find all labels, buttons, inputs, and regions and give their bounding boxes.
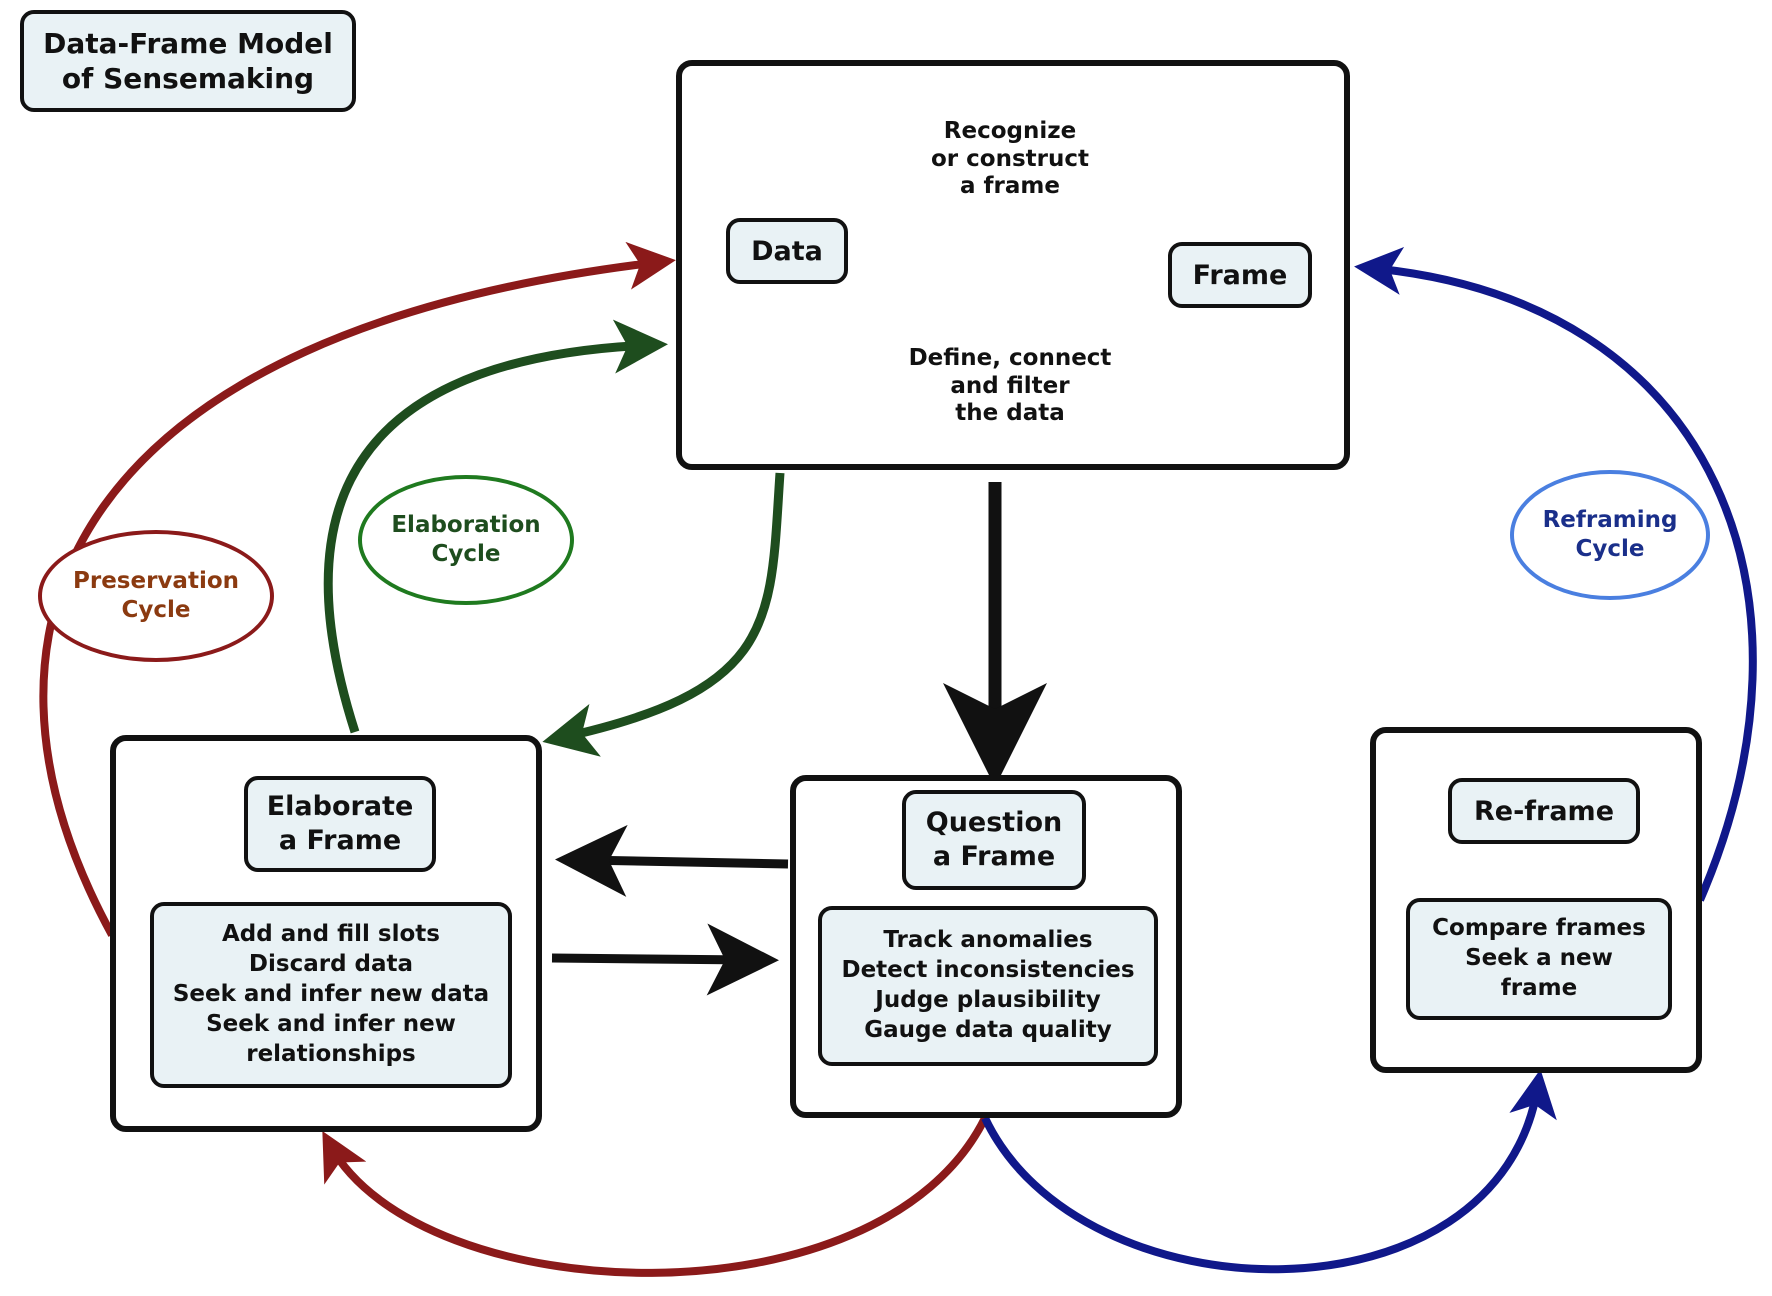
elaboration-arrow-up — [323, 319, 668, 734]
data-node: Data — [726, 218, 848, 284]
preservation-cycle-label: Preservation Cycle — [38, 530, 274, 662]
preservation-arrow-top — [39, 241, 676, 937]
title-line-1: Data-Frame Model — [43, 27, 333, 60]
reframing-arrow-bottom — [981, 1069, 1557, 1274]
frame-node: Frame — [1168, 242, 1312, 308]
define-text: Define, connect and filter the data — [908, 345, 1112, 427]
question-items: Track anomalies Detect inconsistencies J… — [818, 906, 1158, 1066]
elaborate-items: Add and fill slots Discard data Seek and… — [150, 902, 512, 1088]
recognize-text: Recognize or construct a frame — [931, 118, 1089, 200]
reframing-arrow-up — [1354, 247, 1757, 902]
reframe-items: Compare frames Seek a new frame — [1406, 898, 1672, 1020]
elaboration-cycle-label: Elaboration Cycle — [358, 475, 574, 605]
question-to-elaborate-arrow — [555, 824, 789, 897]
question-heading: Question a Frame — [902, 790, 1086, 890]
diagram-title: Data-Frame Model of Sensemaking — [20, 10, 356, 112]
reframe-heading: Re-frame — [1448, 778, 1640, 844]
elaborate-to-question-arrow — [551, 923, 779, 996]
title-line-2: of Sensemaking — [61, 62, 315, 95]
elaborate-heading: Elaborate a Frame — [244, 776, 436, 872]
elaboration-arrow-down — [542, 472, 785, 757]
reframing-cycle-label: Reframing Cycle — [1510, 470, 1710, 600]
preservation-arrow-bottom — [322, 1116, 989, 1277]
